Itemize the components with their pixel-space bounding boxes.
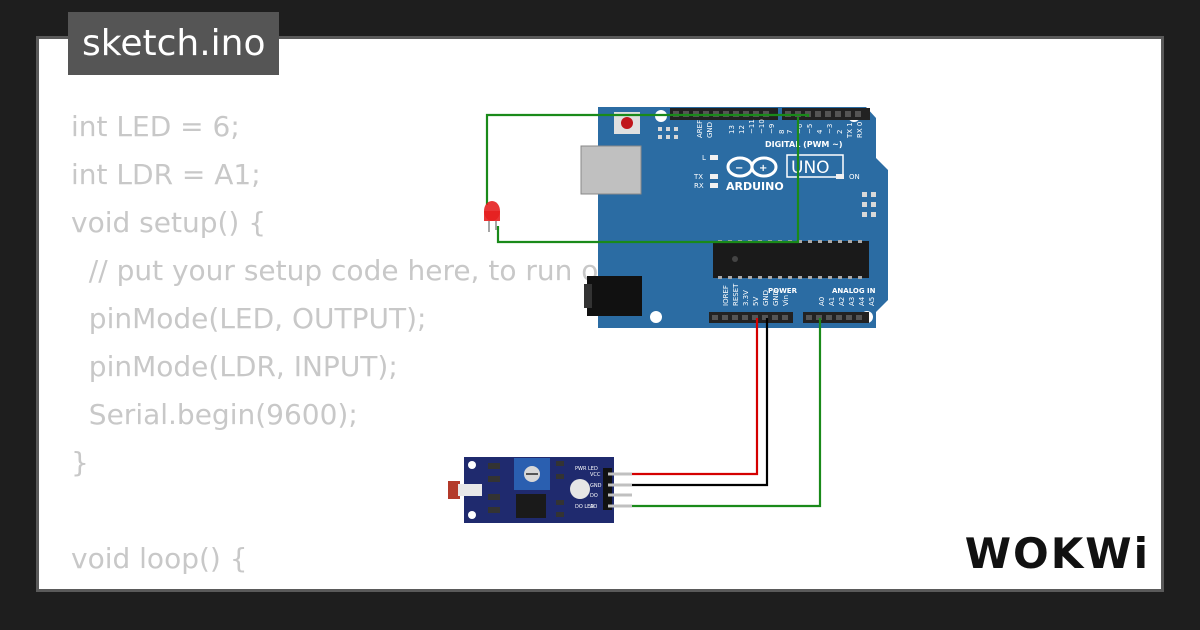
code-editor: int LED = 6;int LDR = A1;void setup() { …	[71, 103, 731, 589]
pin-label: DO	[590, 493, 598, 499]
analog-label: ANALOG IN	[832, 287, 876, 295]
pin-label: 13	[728, 125, 736, 134]
wire-green-led-anode[interactable]	[485, 113, 810, 205]
file-name-tab[interactable]: sketch.ino	[68, 12, 280, 75]
brand-label: ARDUINO	[726, 180, 784, 193]
pin-label: GND	[772, 290, 780, 306]
pin-label: GND	[762, 290, 770, 306]
code-line: void loop() {	[71, 542, 248, 575]
svg-text:+: +	[759, 163, 767, 174]
tx-led-label: TX	[693, 173, 703, 181]
pin-label: IOREF	[722, 285, 730, 306]
digital-label: DIGITAL (PWM ~)	[765, 140, 843, 149]
pin-label: RESET	[732, 283, 740, 306]
rx-led-label: RX	[694, 182, 704, 190]
power-header	[709, 312, 793, 323]
pin-label: A4	[858, 296, 866, 306]
arduino-uno-board[interactable]: AREF GND 13 12 ~11 ~10 ~9 8 7 ~6 ~5 4 ~3…	[580, 107, 888, 328]
wires	[485, 113, 822, 508]
pin-label: RX 0	[856, 122, 864, 138]
pin-label: GND	[706, 122, 714, 138]
code-line: pinMode(LDR, INPUT);	[71, 350, 398, 383]
microcontroller-chip	[713, 241, 869, 278]
pin-label: A5	[868, 297, 876, 306]
wire-green-led-cathode[interactable]	[496, 117, 800, 244]
do-led-label: DO LED	[575, 504, 594, 510]
pin-label: ~9	[768, 124, 776, 134]
pin-label: ~11	[748, 119, 756, 134]
wire-green-ao[interactable]	[630, 318, 822, 508]
code-line: void setup() {	[71, 206, 267, 239]
pin-label: GND	[590, 483, 602, 489]
pin-label: AO	[590, 504, 597, 510]
pin-label: ~3	[826, 124, 834, 134]
code-line: pinMode(LED, OUTPUT);	[71, 302, 427, 335]
code-line: }	[71, 446, 89, 479]
pin-label: TX 1	[846, 122, 854, 139]
pin-label: 4	[816, 129, 824, 134]
wire-red-vcc[interactable]	[630, 318, 759, 476]
pin-label: 2	[836, 130, 844, 134]
usb-connector	[580, 145, 642, 195]
pin-label: ~6	[796, 123, 804, 134]
svg-text:−: −	[735, 163, 743, 174]
pin-label: ~5	[806, 124, 814, 134]
power-label: POWER	[768, 287, 798, 295]
pin-label: 5V	[752, 297, 760, 306]
pin-label: VCC	[590, 472, 601, 478]
pin-label: 12	[738, 125, 746, 134]
pin-label: A0	[818, 297, 826, 306]
pin-label: Vin	[782, 295, 790, 306]
code-line: int LDR = A1;	[71, 158, 261, 191]
code-line: // put your setup code here, to run once…	[71, 254, 659, 287]
red-led[interactable]	[484, 201, 500, 232]
code-line: int LED = 6;	[71, 110, 240, 143]
comparator-chip	[516, 494, 546, 518]
on-label: ON	[849, 173, 860, 181]
wokwi-logo: WOKWi	[964, 529, 1150, 578]
code-line: Serial.begin(9600);	[71, 398, 358, 431]
pin-label: A3	[848, 297, 856, 306]
pin-label: A2	[838, 297, 846, 306]
pin-label: 3.3V	[742, 290, 750, 306]
pin-label: A1	[828, 297, 836, 306]
wire-black-gnd[interactable]	[630, 318, 769, 487]
power-jack	[587, 276, 642, 316]
pin-label: ~10	[758, 119, 766, 134]
l-led-label: L	[702, 154, 706, 162]
photoresistor	[448, 481, 460, 499]
ldr-sensor-module[interactable]: PWR LED DO LED VCC GND DO AO	[448, 457, 632, 523]
pin-label: 8	[778, 130, 786, 134]
pwr-led-label: PWR LED	[575, 466, 598, 472]
model-label: UNO	[791, 158, 830, 178]
pin-label: 7	[786, 130, 794, 134]
pin-label: AREF	[696, 120, 704, 138]
arduino-logo-icon	[726, 156, 778, 178]
